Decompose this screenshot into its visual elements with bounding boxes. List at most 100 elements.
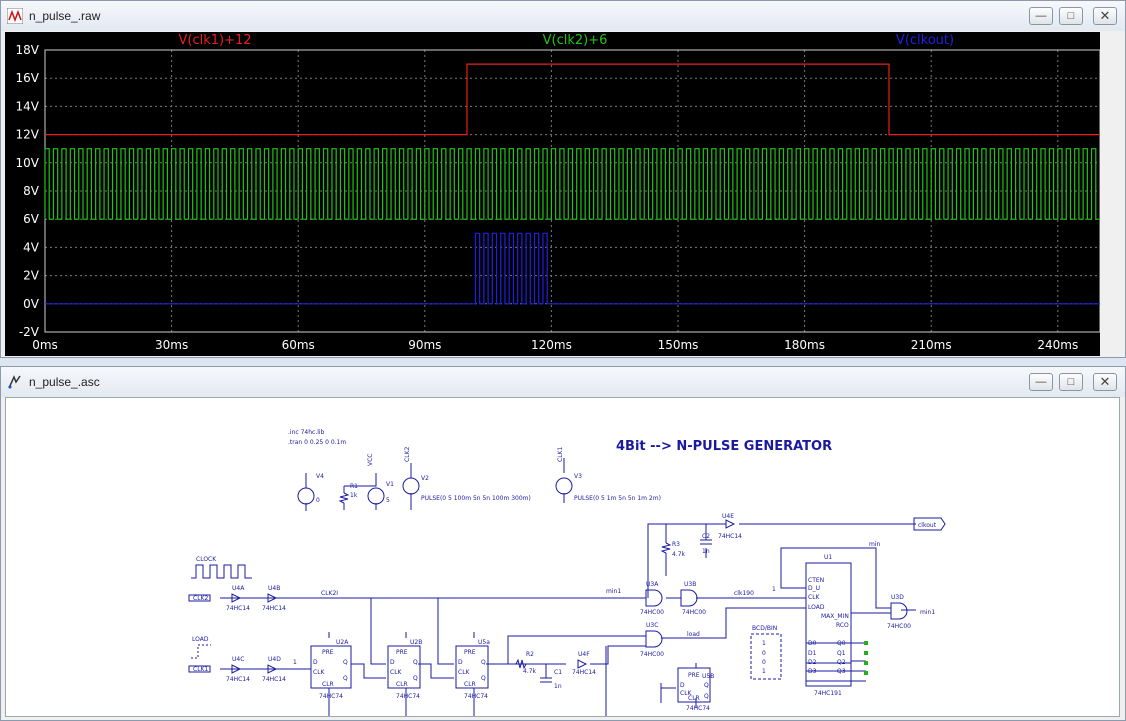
u1-pin-d0: D0 xyxy=(808,640,817,647)
r2-value: 4.7k xyxy=(523,668,537,675)
restore-button[interactable]: □ xyxy=(1059,7,1083,25)
dip-value-1: 0 xyxy=(762,650,766,657)
c2-value: 1n xyxy=(702,548,710,555)
u4e-gate[interactable] xyxy=(725,519,736,529)
close-button[interactable]: ✕ xyxy=(1093,373,1117,391)
u5a-pin-pre: PRE xyxy=(464,649,476,656)
x-tick-label: 60ms xyxy=(282,338,315,352)
u1-name: U1 xyxy=(824,554,832,561)
u1-pin-cten: CTEN xyxy=(808,577,824,584)
v2-source-symbol xyxy=(402,477,420,495)
u5a-flipflop[interactable] xyxy=(455,645,489,689)
u1-pin-rco: RCO xyxy=(836,622,849,629)
clock-symbol xyxy=(191,564,252,579)
u3b-gate[interactable] xyxy=(680,589,698,607)
u1-counter[interactable] xyxy=(805,562,852,687)
y-tick-label: 8V xyxy=(23,184,40,198)
u4a-gate[interactable] xyxy=(231,593,242,603)
u5b-pin-clr: CLR xyxy=(688,695,700,702)
clk2i-label: CLK2I xyxy=(321,590,338,597)
u2a-pin-clr: CLR xyxy=(322,681,334,688)
y-tick-label: 2V xyxy=(23,269,40,283)
c1-name: C1 xyxy=(554,669,562,676)
u2a-pin-d: D xyxy=(313,659,318,666)
restore-button[interactable]: □ xyxy=(1059,373,1083,391)
schematic-canvas[interactable]: .inc 74hc.lib .tran 0 0.25 0 0.1m 4Bit -… xyxy=(5,397,1120,719)
v3-name: V3 xyxy=(574,473,582,480)
u4f-gate[interactable] xyxy=(577,659,588,669)
close-button[interactable]: ✕ xyxy=(1093,7,1117,25)
u1-pin-q2: Q2 xyxy=(837,659,846,666)
bcd-dip-switch[interactable] xyxy=(750,633,782,680)
u4d-gate[interactable] xyxy=(267,664,278,674)
clk2-port[interactable] xyxy=(188,594,211,602)
x-tick-label: 210ms xyxy=(911,338,952,352)
u3c-gate[interactable] xyxy=(645,630,663,648)
u4f-type: 74HC14 xyxy=(572,669,596,676)
minimize-icon: — xyxy=(1035,376,1047,388)
u3a-gate[interactable] xyxy=(645,589,663,607)
v1-name: V1 xyxy=(386,481,394,488)
waveform-scrollbar[interactable] xyxy=(1102,32,1122,356)
u2a-flipflop[interactable] xyxy=(310,645,352,689)
u1-pin-max-min: MAX_MIN xyxy=(821,613,849,620)
u3c-type: 74HC00 xyxy=(640,651,664,658)
v1-source-symbol xyxy=(367,487,385,505)
clock-label: CLOCK xyxy=(196,556,217,563)
u4c-gate[interactable] xyxy=(231,664,242,674)
u2b-flipflop[interactable] xyxy=(387,645,421,689)
u5a-name: U5a xyxy=(478,639,490,646)
u4a-type: 74HC14 xyxy=(226,605,250,612)
series-line xyxy=(45,232,1100,305)
legend-entry: V(clkout) xyxy=(896,33,954,48)
clkout-label: clkout xyxy=(918,522,937,529)
u2b-pin-d: D xyxy=(390,659,395,666)
u2b-name: U2B xyxy=(410,639,422,646)
waveform-titlebar: n_pulse_.raw — □ ✕ xyxy=(1,1,1125,31)
vcc-label: VCC xyxy=(367,454,374,466)
dip-value-3: 1 xyxy=(762,668,766,675)
r1-name: R1 xyxy=(350,483,358,490)
u5a-pin-qbar: Q xyxy=(481,675,486,682)
u2a-type: 74HC74 xyxy=(319,693,343,700)
u4b-gate[interactable] xyxy=(267,593,278,603)
u4c-name: U4C xyxy=(232,656,244,663)
series-line xyxy=(45,63,1100,136)
u4e-type: 74HC14 xyxy=(718,533,742,540)
u5b-flipflop[interactable] xyxy=(677,667,711,703)
u1-pin-q3: Q3 xyxy=(837,668,846,675)
u2b-pin-pre: PRE xyxy=(396,649,408,656)
minimize-button[interactable]: — xyxy=(1029,7,1053,25)
u3a-name: U3A xyxy=(646,581,659,588)
u4f-name: U4F xyxy=(578,651,590,658)
u5b-pin-q: Q xyxy=(704,682,709,689)
r2-name: R2 xyxy=(526,651,534,658)
schematic-heading: 4Bit --> N-PULSE GENERATOR xyxy=(616,439,832,454)
y-tick-label: 6V xyxy=(23,212,40,226)
clkout-port[interactable] xyxy=(913,517,946,531)
q1-pin-marker xyxy=(864,651,868,655)
clk1-port[interactable] xyxy=(188,665,211,673)
r3-value: 4.7k xyxy=(672,551,686,558)
u2a-pin-qbar: Q xyxy=(343,675,348,682)
y-tick-label: -2V xyxy=(19,325,40,339)
x-tick-label: 150ms xyxy=(658,338,699,352)
v4-name: V4 xyxy=(316,473,324,480)
directive-tran: .tran 0 0.25 0 0.1m xyxy=(288,439,346,446)
series-line xyxy=(44,148,1100,220)
r2-symbol xyxy=(515,658,527,670)
dip-value-0: 1 xyxy=(762,640,766,647)
u2a-pin-pre: PRE xyxy=(322,649,334,656)
minimize-button[interactable]: — xyxy=(1029,373,1053,391)
y-tick-label: 12V xyxy=(16,128,40,142)
u3d-gate[interactable] xyxy=(890,602,908,620)
y-tick-label: 14V xyxy=(16,99,40,113)
u2a-name: U2A xyxy=(336,639,349,646)
waveform-window-title: n_pulse_.raw xyxy=(29,9,101,23)
u3b-name: U3B xyxy=(684,581,696,588)
v2-name: V2 xyxy=(421,475,429,482)
schematic-drawing[interactable]: .inc 74hc.lib .tran 0 0.25 0 0.1m 4Bit -… xyxy=(6,398,1119,719)
